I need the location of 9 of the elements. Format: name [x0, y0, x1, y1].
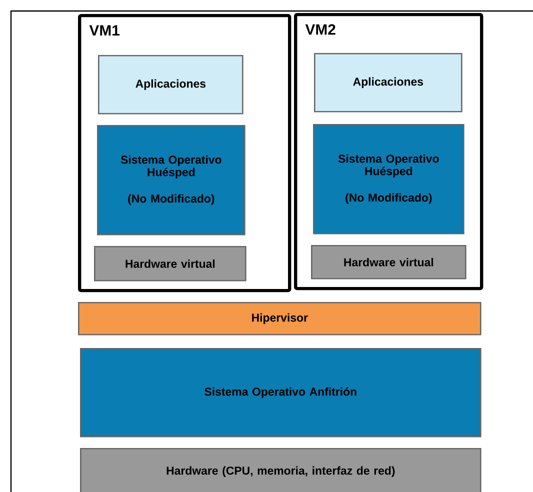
application-box: Aplicaciones	[314, 53, 462, 112]
guest-os-box: Sistema Operativo Huésped (No Modificado)	[97, 125, 246, 236]
application-box: Aplicaciones	[98, 55, 244, 114]
host-os-box: Sistema Operativo Anfitrión	[80, 348, 482, 438]
guest-os-box: Sistema Operativo Huésped (No Modificado)	[313, 124, 464, 234]
hypervisor-bar: Hipervisor	[78, 302, 482, 336]
hardware-box: Hardware (CPU, memoria, interfaz de red)	[80, 448, 482, 492]
virtual-hardware-box: Hardware virtual	[311, 245, 466, 280]
virtual-hardware-box: Hardware virtual	[94, 246, 246, 282]
